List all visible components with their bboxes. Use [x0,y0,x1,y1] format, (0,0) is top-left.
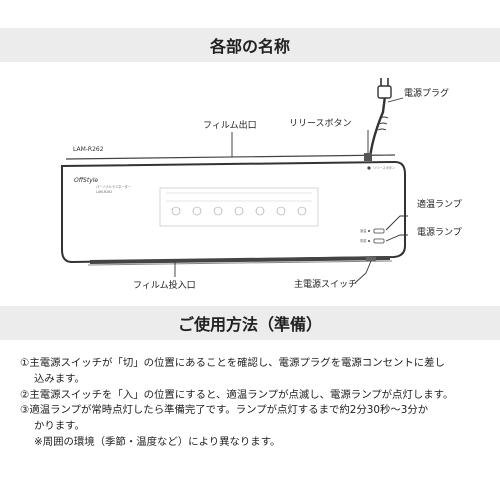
leader-switch [354,260,372,284]
power-plug-icon [368,78,392,159]
leader-plug [387,97,404,103]
main-switch[interactable] [366,257,376,261]
section-header-parts: 各部の名称 [0,28,500,62]
callout-main-switch: 主電源スイッチ [294,278,357,290]
ready-lamp [373,228,385,234]
release-button-small-label: リリースボタン [373,165,395,170]
callout-film-in: フィルム投入口 [133,279,196,291]
callout-power-lamp: 電源ランプ [417,227,462,238]
indicator-label-1: 適温 [360,228,367,233]
instruction-note: ※周囲の環境（季節・温度など）により異なります。 [34,435,281,448]
callout-power-plug: 電源プラグ [404,87,449,99]
instruction-step-1: ①主電源スイッチが「切」の位置にあることを確認し、電源プラグを電源コンセントに差… [20,357,445,369]
instruction-step-1-cont: 込みます。 [34,372,85,385]
device-subtitle-1: パーソナルラミネーター [96,184,131,189]
leader-ready [385,215,408,231]
callout-film-out: フィルム出口 [203,119,257,131]
section-header-usage: ご使用方法（準備） [0,306,500,340]
leader-power [385,234,408,242]
release-button[interactable] [364,153,372,161]
brand-logo: OffStyle [74,177,98,184]
section-title-usage: ご使用方法（準備） [177,315,322,334]
indicator-label-2: 電源 [360,238,367,243]
laminator-body [61,153,406,266]
callout-ready-lamp: 適温ランプ [417,198,462,210]
instruction-step-3: ③適温ランプが常時点灯したら準備完了です。ランプが点灯するまで約2分30秒〜3分… [20,404,429,417]
section-title-parts: 各部の名称 [209,37,290,56]
model-label: LAM-R262 [73,146,104,153]
callout-release-button: リリースボタン [289,118,352,129]
instruction-step-2: ②主電源スイッチを「入」の位置にすると、適温ランプが点滅し、電源ランプが点灯しま… [20,388,454,401]
device-subtitle-2: LAM-R262 [96,190,112,194]
instructions-list: ①主電源スイッチが「切」の位置にあることを確認し、電源プラグを電源コンセントに差… [20,356,490,451]
power-lamp [373,238,385,244]
instruction-step-3-cont: かります。 [34,420,85,433]
